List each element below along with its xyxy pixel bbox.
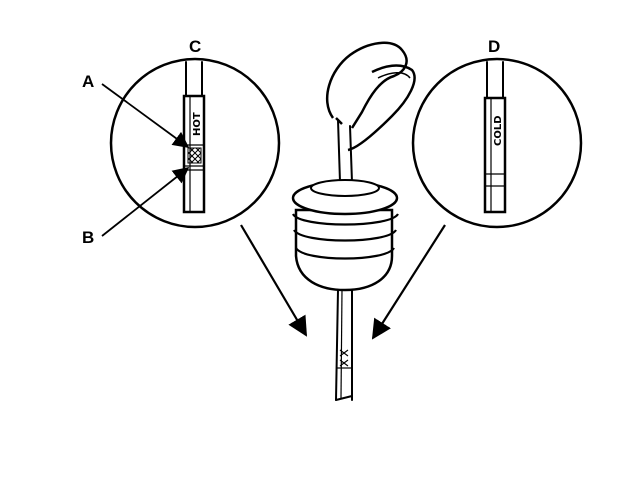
callout-d: D: [488, 37, 500, 56]
dipstick-blade-main: [335, 289, 353, 401]
magnified-view-hot: HOT: [109, 57, 281, 229]
callout-b: B: [82, 228, 94, 247]
leader-arrow-a: [101, 83, 190, 148]
callout-c: C: [189, 37, 201, 56]
magnified-view-cold: COLD: [411, 57, 583, 229]
dipstick-cap: [291, 179, 399, 292]
callout-a: A: [82, 72, 94, 91]
dipstick-blade-cold: COLD: [483, 61, 507, 214]
hot-mark-label: HOT: [192, 112, 203, 136]
cold-mark-label: COLD: [493, 115, 504, 146]
dipstick: [291, 41, 416, 401]
dipstick-handle: [325, 41, 408, 129]
pointer-arrow-right: [371, 224, 446, 340]
hot-crosshatch-zone: [187, 147, 202, 164]
pointer-arrow-left: [240, 224, 308, 337]
leader-arrow-b: [101, 166, 190, 237]
